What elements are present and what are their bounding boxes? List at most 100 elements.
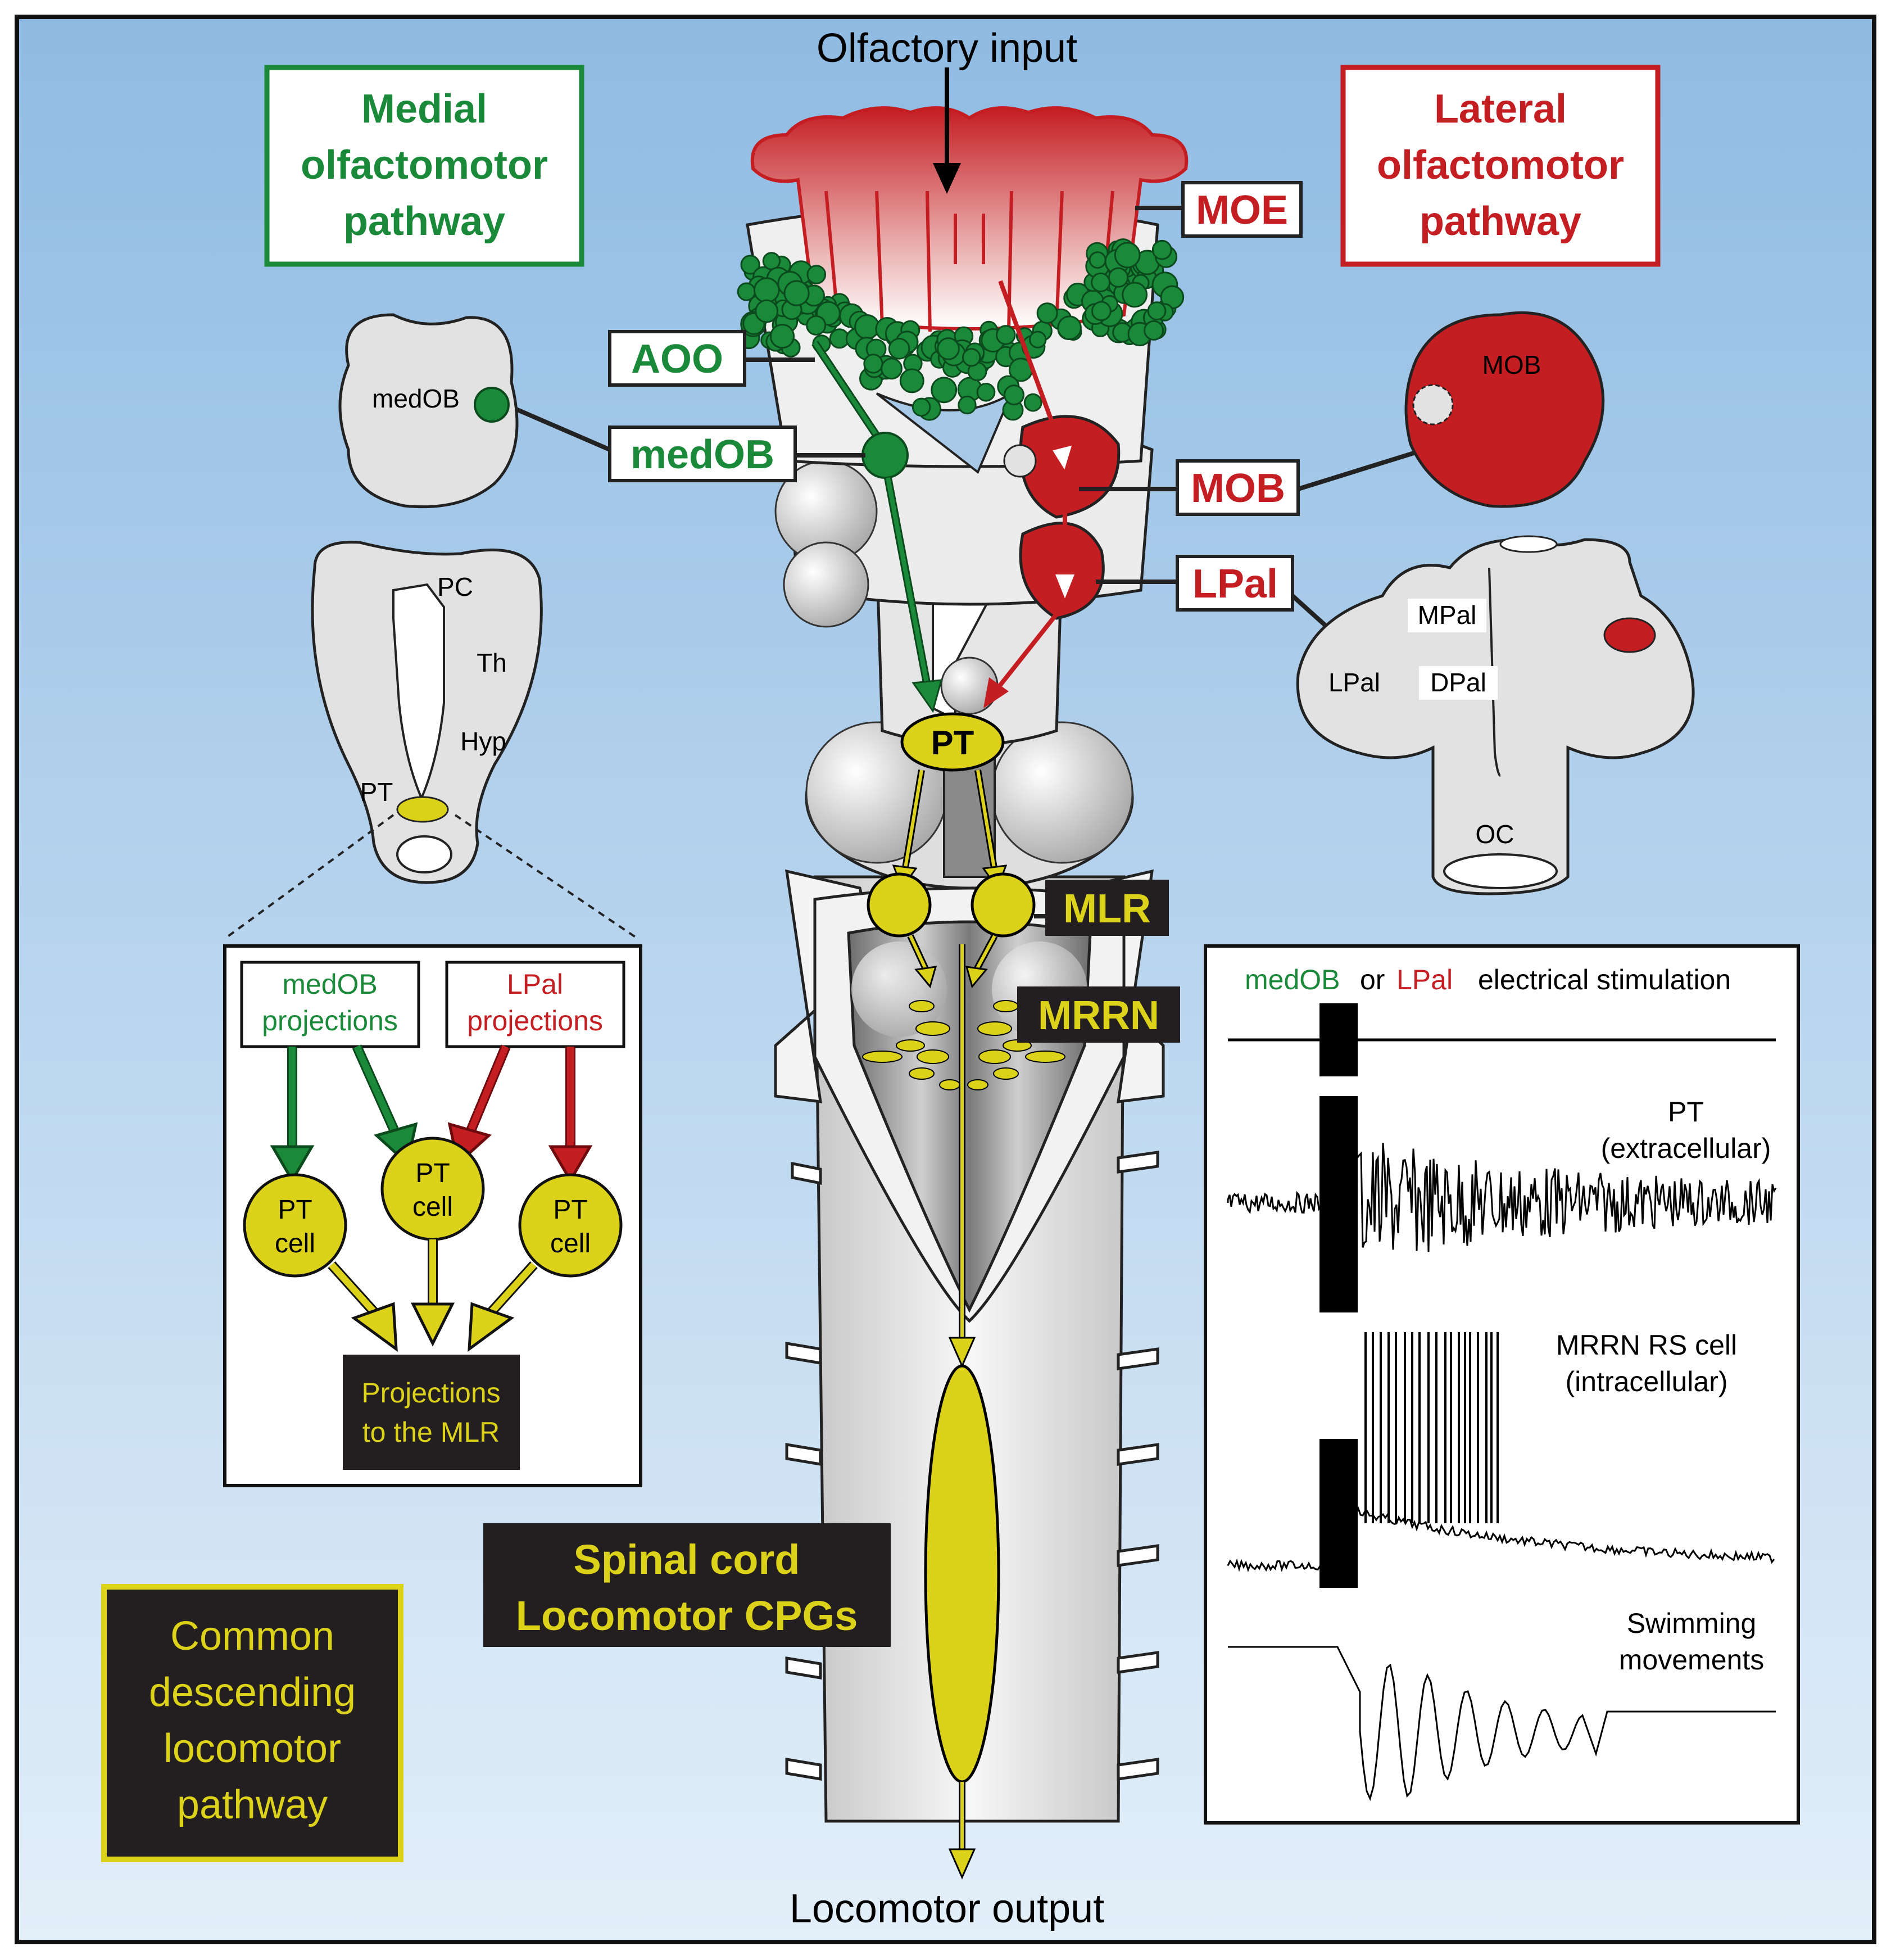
stim-or-text: or	[1360, 964, 1385, 995]
svg-text:MRRN: MRRN	[1038, 993, 1159, 1038]
pathway-arrows: PT	[811, 67, 1078, 1880]
svg-text:Spinal cord: Spinal cord	[574, 1536, 800, 1583]
glomerulus	[1091, 272, 1111, 292]
svg-text:PT: PT	[1668, 1096, 1704, 1128]
spinal-cord-label: Spinal cord Locomotor CPGs	[483, 1523, 891, 1647]
medob-node	[861, 432, 909, 479]
glomerulus	[1057, 315, 1082, 341]
svg-text:OC: OC	[1476, 820, 1514, 849]
mlr-node-right	[971, 872, 1036, 938]
pt-label: PT	[931, 724, 974, 762]
svg-text:MOB: MOB	[1482, 350, 1541, 379]
svg-text:DPal: DPal	[1430, 668, 1486, 697]
glomerulus	[931, 377, 958, 404]
swim-trace	[1228, 1646, 1776, 1801]
svg-text:Medial: Medial	[361, 87, 487, 132]
svg-text:Th: Th	[477, 648, 507, 677]
glomerulus	[1122, 282, 1148, 308]
glomerulus	[912, 397, 931, 417]
svg-text:pathway: pathway	[177, 1782, 328, 1827]
svg-text:MOB: MOB	[1191, 466, 1285, 511]
svg-text:medOB: medOB	[282, 968, 378, 1000]
common-pathway-title: Common descending locomotor pathway	[101, 1584, 403, 1862]
svg-text:LPal: LPal	[1192, 562, 1278, 606]
svg-text:cell: cell	[275, 1229, 315, 1259]
diencephalon-section: PC Th Hyp PT	[224, 541, 639, 940]
svg-text:to the MLR: to the MLR	[362, 1416, 500, 1448]
svg-text:(intracellular): (intracellular)	[1566, 1366, 1728, 1397]
svg-text:projections: projections	[467, 1005, 603, 1036]
svg-text:Locomotor CPGs: Locomotor CPGs	[516, 1592, 858, 1639]
locomotor-output-label: Locomotor output	[790, 1886, 1104, 1931]
glomerulus	[806, 265, 827, 284]
glomerulus	[1114, 242, 1141, 269]
medob-callout: medOB	[505, 402, 865, 482]
glomerulus	[937, 337, 960, 360]
lpal-structure	[1019, 522, 1105, 620]
glomerulus	[1029, 331, 1047, 348]
glomerulus	[783, 280, 810, 306]
mob-structure	[1019, 415, 1121, 519]
spinal-roots	[785, 1151, 1159, 1781]
lpal-callout: LPal	[1096, 555, 1350, 648]
svg-text:PT: PT	[360, 777, 393, 807]
glomerulus	[740, 255, 760, 275]
svg-text:MLR: MLR	[1063, 886, 1151, 931]
svg-text:LPal: LPal	[507, 968, 563, 1000]
glomerulus	[755, 299, 779, 323]
svg-text:Common: Common	[170, 1614, 334, 1659]
glomerulus	[1091, 301, 1112, 322]
recordings-inset: medOB or LPal electrical stimulation PT …	[1204, 944, 1800, 1825]
mrrn-cells	[862, 1000, 1065, 1090]
glomerulus	[962, 348, 981, 367]
svg-text:locomotor: locomotor	[164, 1726, 341, 1771]
glomerulus	[1036, 302, 1058, 324]
mlr-node-left	[867, 872, 932, 938]
glomerulus	[806, 315, 827, 336]
svg-text:Lateral: Lateral	[1434, 87, 1567, 132]
svg-text:cell: cell	[412, 1192, 453, 1222]
glomerulus	[976, 383, 996, 402]
pt-trace	[1227, 1143, 1777, 1252]
projections-inset: medOB projections LPal projections PT ce…	[223, 944, 642, 1487]
glomerulus	[769, 324, 795, 349]
svg-text:medOB: medOB	[372, 384, 460, 413]
mrrn-trace	[1227, 1506, 1775, 1573]
stim-lpal-text: LPal	[1396, 964, 1453, 995]
glomerulus	[899, 368, 924, 393]
glomerulus	[1023, 393, 1042, 412]
glomerulus	[996, 325, 1016, 345]
glomerulus	[1147, 301, 1167, 321]
mlr-callout: MLR	[1034, 880, 1169, 936]
svg-text:AOO: AOO	[631, 337, 723, 382]
svg-text:Hyp: Hyp	[460, 727, 506, 756]
mob-section: MOB	[1404, 311, 1605, 508]
svg-text:PT: PT	[553, 1195, 587, 1225]
telencephalon-section: MPal DPal LPal OC	[1296, 535, 1695, 895]
svg-text:olfactomotor: olfactomotor	[301, 143, 548, 188]
medob-section: medOB	[338, 313, 519, 509]
pt-node	[900, 712, 1005, 772]
glomerulus	[888, 338, 910, 360]
svg-text:Swimming: Swimming	[1627, 1608, 1757, 1639]
svg-text:projections: projections	[262, 1005, 398, 1036]
stim-rest-text: electrical stimulation	[1478, 964, 1731, 995]
aoo-callout: AOO	[608, 330, 815, 387]
glomerulus	[1151, 239, 1172, 260]
svg-text:PT: PT	[278, 1195, 312, 1225]
glomerulus	[1144, 320, 1164, 341]
medial-pathway-title: Medial olfactomotor pathway	[264, 65, 584, 267]
moe-callout: MOE	[1135, 181, 1303, 238]
olfactory-input-label: Olfactory input	[817, 26, 1077, 71]
svg-text:olfactomotor: olfactomotor	[1377, 143, 1624, 188]
svg-text:descending: descending	[149, 1670, 356, 1715]
svg-text:LPal: LPal	[1328, 668, 1380, 697]
glomerulus	[754, 277, 780, 304]
mrrn-callout: MRRN	[1017, 986, 1180, 1043]
glomerulus	[854, 314, 880, 340]
locomotor-cpg	[924, 1364, 1000, 1784]
svg-text:movements: movements	[1619, 1644, 1764, 1676]
mrrn-spikes	[1364, 1332, 1499, 1523]
